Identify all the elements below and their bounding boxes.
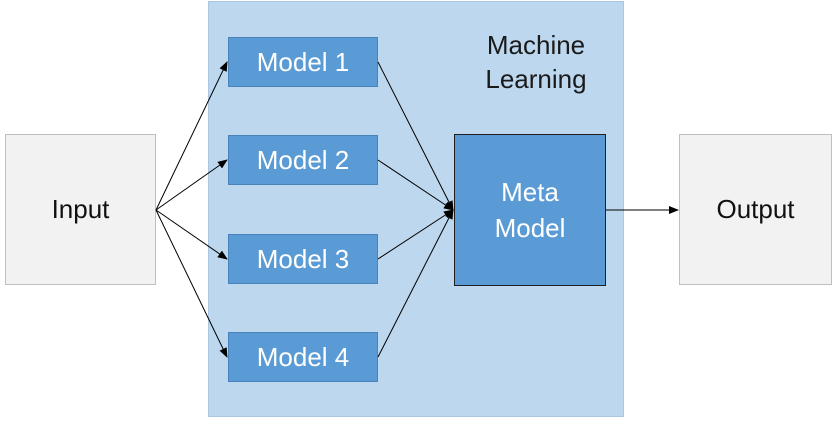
- model-3-node: Model 3: [228, 234, 378, 284]
- model-4-label: Model 4: [256, 341, 350, 372]
- machine-learning-label-line1: Machine: [486, 30, 586, 60]
- meta-model-label-line2: Model: [494, 213, 566, 243]
- meta-model-label-line1: Meta: [501, 177, 559, 207]
- model-1-node: Model 1: [228, 37, 378, 87]
- meta-model-node: Meta Model: [454, 134, 606, 286]
- model-2-node: Model 2: [228, 135, 378, 185]
- model-3-label: Model 3: [256, 243, 350, 274]
- model-4-node: Model 4: [228, 332, 378, 382]
- output-node-label: Output: [716, 194, 795, 224]
- machine-learning-label: Machine Learning: [456, 28, 616, 96]
- machine-learning-label-line2: Learning: [485, 64, 587, 94]
- model-1-label: Model 1: [256, 46, 350, 77]
- input-node-label: Input: [51, 194, 110, 224]
- output-node: Output: [679, 134, 832, 285]
- input-node: Input: [5, 134, 156, 285]
- model-2-label: Model 2: [256, 144, 350, 175]
